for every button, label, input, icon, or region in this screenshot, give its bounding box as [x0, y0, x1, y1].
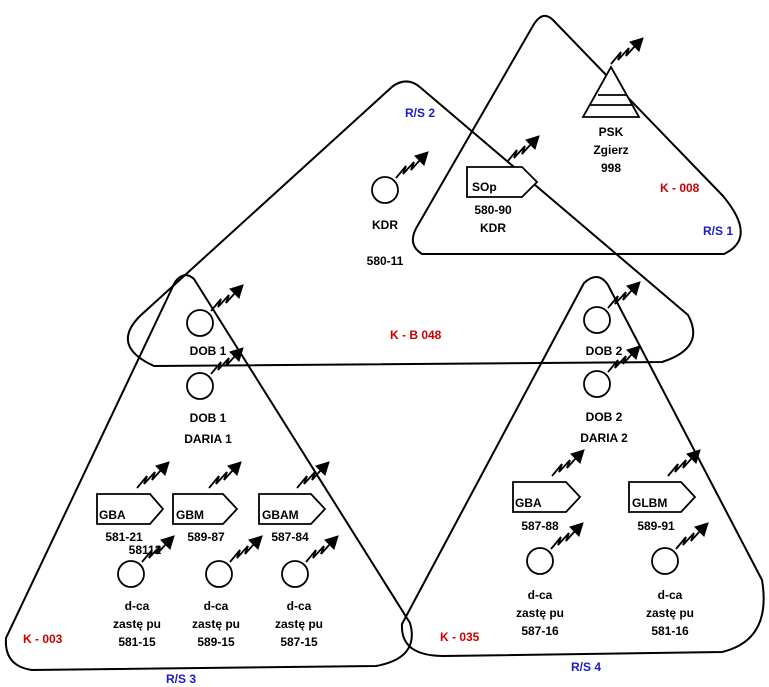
station-glbm-589-91-number: 589-91 — [637, 519, 675, 533]
station-kdr-number: 580-11 — [367, 254, 404, 268]
station-gba-581-21-number: 581-21 — [105, 530, 143, 544]
station-dca-587-15-unit: zastę pu — [275, 617, 323, 631]
station-dca-581-16-unit: zastę pu — [646, 606, 694, 620]
vehicle-tag-sop: SOp — [472, 180, 497, 194]
zone-rs4-label: R/S 4 — [571, 660, 601, 674]
antenna-arrow-icon — [506, 135, 540, 163]
vehicle-tag-gbm: GBM — [176, 508, 204, 522]
station-dca-587-15-number: 587-15 — [280, 635, 318, 649]
station-dca-587-15: d-ca zastę pu 587-15 — [275, 535, 339, 649]
antenna-arrow-icon — [667, 449, 701, 477]
station-dca-589-15-unit: zastę pu — [192, 617, 240, 631]
station-dca-587-16-number: 587-16 — [521, 624, 559, 638]
station-dob1-callsign: DARIA 1 — [184, 432, 232, 446]
station-dca-581-15-number: 581-15 — [118, 635, 156, 649]
vehicle-radio-icon — [258, 461, 330, 525]
vehicle-radio-icon — [172, 461, 242, 525]
station-dca-581-16-number: 581-16 — [651, 624, 689, 638]
antenna-arrow-icon — [675, 522, 709, 550]
vehicle-tag-gba: GBA — [515, 496, 542, 510]
handheld-radio-icon — [186, 284, 244, 337]
station-kdr-label: KDR — [372, 218, 398, 232]
zone-rs4-outline — [400, 276, 765, 657]
station-dca-581-16: d-ca zastę pu 581-16 — [646, 522, 709, 638]
station-dca-587-16-unit: zastę pu — [516, 606, 564, 620]
handheld-radio-icon — [526, 522, 584, 575]
station-dob1-label: DOB 1 — [190, 411, 227, 425]
station-dob2-callsign: DARIA 2 — [580, 431, 628, 445]
station-glbm-589-91: GLBM 589-91 — [628, 449, 701, 533]
network-k035-label: K - 035 — [440, 630, 480, 644]
network-k008-label: K - 008 — [660, 181, 700, 195]
antenna-arrow-icon — [229, 535, 263, 563]
station-dca-589-15-role: d-ca — [204, 599, 229, 613]
handheld-radio-icon — [186, 347, 244, 400]
handheld-radio-icon — [371, 151, 429, 204]
station-gba-587-88: GBA 587-88 — [512, 449, 585, 533]
station-dob1: DOB 1 DARIA 1 — [184, 347, 244, 446]
station-dob2-upper-label: DOB 2 — [586, 344, 623, 358]
station-gba-587-88-number: 587-88 — [521, 519, 559, 533]
station-sop-callsign: KDR — [480, 221, 506, 235]
zone-rs1-label: R/S 1 — [703, 224, 733, 238]
handheld-radio-icon — [651, 522, 709, 575]
station-dca-587-15-role: d-ca — [287, 599, 312, 613]
vehicle-radio-icon — [512, 449, 585, 513]
station-sop-number: 580-90 — [474, 203, 512, 217]
station-dob2-upper: DOB 2 — [583, 281, 641, 358]
station-dca-581-15: d-ca zastę pu 581-15 — [113, 535, 175, 649]
vehicle-radio-icon — [628, 449, 701, 513]
station-dca-581-15-unit: zastę pu — [113, 617, 161, 631]
antenna-arrow-icon — [208, 461, 242, 489]
vehicle-tag-glbm: GLBM — [632, 496, 667, 510]
vehicle-tag-gba: GBA — [99, 508, 126, 522]
antenna-arrow-icon — [395, 151, 429, 179]
station-gbm-589-87: GBM 589-87 — [172, 461, 242, 544]
station-dca-581-15-role: d-ca — [125, 599, 150, 613]
vehicle-radio-icon — [466, 135, 540, 198]
network-k003-label: K - 003 — [23, 632, 63, 646]
station-gbam-587-84-number: 587-84 — [271, 530, 309, 544]
station-dob2-label: DOB 2 — [586, 410, 623, 424]
station-gbm-589-87-number: 589-87 — [187, 530, 225, 544]
station-dca-589-15: d-ca zastę pu 589-15 — [192, 535, 263, 649]
station-dob1-upper-label: DOB 1 — [190, 344, 227, 358]
station-dca-589-15-number: 589-15 — [197, 635, 235, 649]
zone-rs2-outline — [126, 80, 695, 367]
zone-rs3-label: R/S 3 — [166, 672, 196, 686]
station-dca-587-16-role: d-ca — [528, 588, 553, 602]
antenna-arrow-icon — [551, 449, 585, 477]
handheld-radio-icon — [281, 535, 339, 588]
vehicle-tag-gbam: GBAM — [262, 508, 299, 522]
antenna-arrow-icon — [305, 535, 339, 563]
station-kdr: KDR 580-11 — [367, 151, 429, 268]
station-psk-number: 998 — [601, 161, 621, 175]
vehicle-radio-icon — [96, 461, 170, 525]
station-psk-place: Zgierz — [593, 143, 628, 157]
handheld-radio-icon — [117, 535, 175, 588]
zone-rs2-label: R/S 2 — [405, 106, 435, 120]
station-dca-587-16: d-ca zastę pu 587-16 — [516, 522, 584, 638]
station-gba-581-21: GBA 581-21 58112 — [96, 461, 170, 557]
zone-rs3-outline — [4, 274, 413, 671]
antenna-arrow-icon — [136, 461, 170, 489]
station-gbam-587-84: GBAM 587-84 — [258, 461, 330, 544]
network-kb048-label: K - B 048 — [390, 328, 442, 342]
antenna-arrow-icon — [296, 461, 330, 489]
station-psk-label: PSK — [599, 125, 624, 139]
handheld-radio-icon — [583, 281, 641, 334]
station-sop: SOp 580-90 KDR — [466, 135, 540, 235]
fixed-station-triangle-icon — [581, 37, 644, 118]
zone-rs1-outline — [411, 14, 742, 255]
station-dca-581-16-role: d-ca — [658, 588, 683, 602]
antenna-arrow-icon — [210, 284, 244, 312]
handheld-radio-icon — [205, 535, 263, 588]
station-dob1-upper: DOB 1 — [186, 284, 244, 358]
station-psk-zgierz: PSK Zgierz 998 — [581, 37, 644, 175]
antenna-arrow-icon — [610, 37, 644, 65]
station-dob2: DOB 2 DARIA 2 — [580, 345, 641, 445]
handheld-radio-icon — [583, 345, 641, 398]
